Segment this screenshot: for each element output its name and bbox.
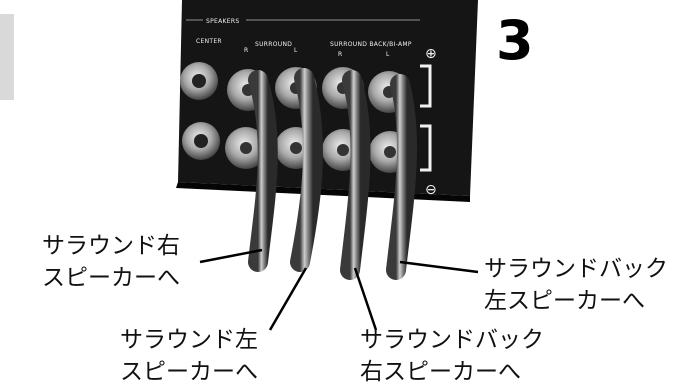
- right-marker-1: R: [244, 47, 248, 54]
- leader-surround-left: [268, 267, 308, 331]
- center-label: CENTER: [196, 38, 222, 45]
- leader-surround-back-right: [353, 267, 378, 331]
- plus-sign: ⊕: [425, 46, 437, 62]
- cable-surround-back-left: [386, 74, 417, 280]
- left-marker-1: L: [294, 47, 298, 54]
- cable-surround-right: [248, 70, 278, 272]
- leader-lines: [199, 248, 479, 331]
- left-marker-2: L: [386, 51, 390, 58]
- callout-surround-back-left: サラウンドバック 左スピーカーへ: [484, 256, 668, 314]
- leader-surround-right: [199, 248, 263, 264]
- surround-back-label: SURROUND BACK/BI-AMP: [330, 41, 412, 48]
- speaker-cables: [248, 68, 417, 280]
- leader-surround-back-left: [399, 260, 479, 274]
- speakers-label: SPEAKERS: [206, 18, 239, 25]
- side-tab-marker: [0, 14, 14, 100]
- cable-surround-left: [290, 68, 323, 272]
- plus-bracket: [420, 64, 432, 108]
- surround-label: SURROUND: [255, 41, 292, 48]
- minus-sign: ⊖: [425, 182, 437, 198]
- callout-surround-back-right: サラウンドバック 右スピーカーへ: [360, 327, 544, 385]
- step-number: 3: [496, 9, 534, 72]
- callout-surround-right: サラウンド右 スピーカーへ: [42, 233, 180, 291]
- minus-bracket: [420, 124, 432, 172]
- cable-surround-back-right: [340, 70, 371, 280]
- callout-surround-left: サラウンド左 スピーカーへ: [120, 327, 258, 385]
- right-marker-2: R: [338, 51, 342, 58]
